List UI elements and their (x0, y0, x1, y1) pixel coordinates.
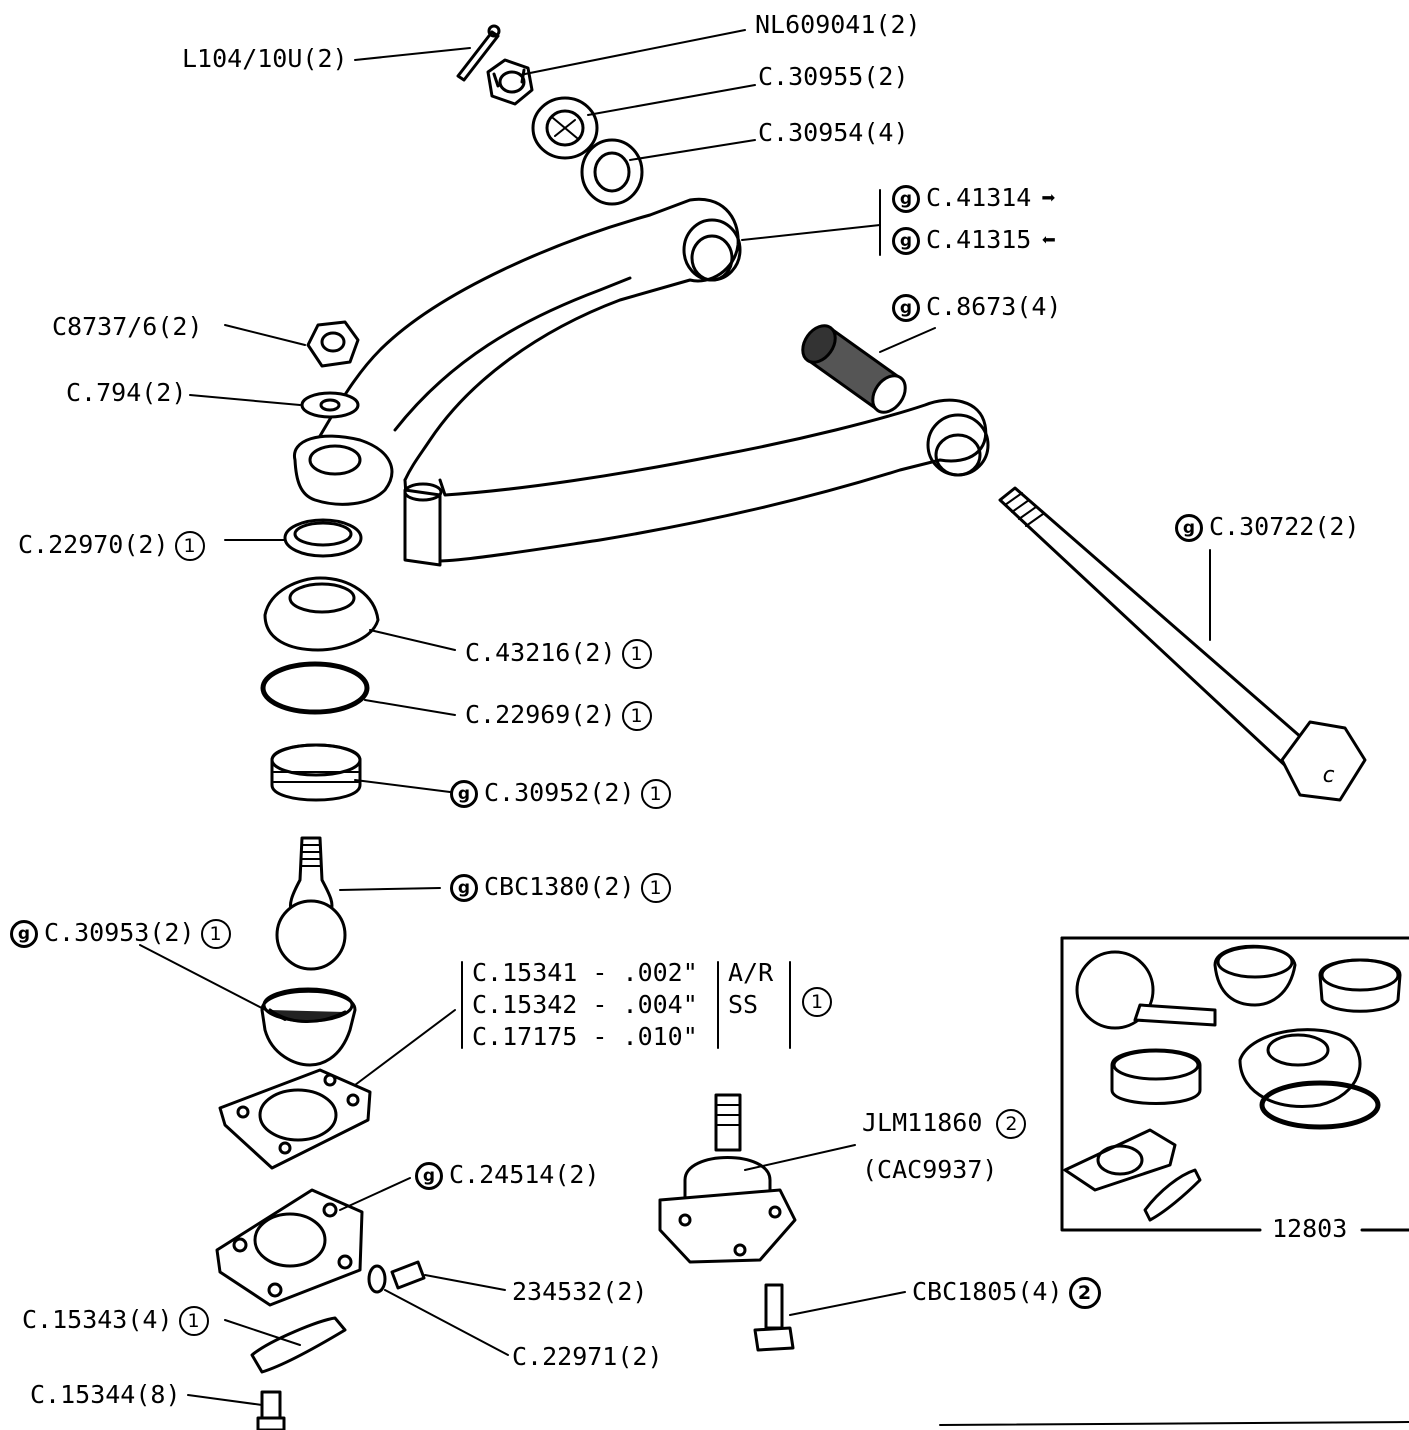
label-jlm11860: JLM11860 (862, 1108, 983, 1137)
label-c15343: C.15343(4) (22, 1305, 173, 1334)
bottom-rule (939, 1421, 1409, 1426)
label-c30955: C.30955(2) (758, 62, 909, 91)
note-1-icon: 1 (200, 919, 231, 949)
label-cbc1805: CBC1805(4) (912, 1277, 1063, 1306)
note-1-icon: 1 (621, 639, 652, 669)
label-c43216: C.43216(2) (465, 638, 616, 667)
label-234532: 234532(2) (512, 1277, 648, 1306)
label-c24514: C.24514(2) (449, 1160, 600, 1189)
ball-pin (275, 836, 347, 971)
label-c8737: C8737/6(2) (52, 312, 203, 341)
washer-c30954 (580, 138, 644, 206)
g-circle-icon: g (415, 1162, 443, 1190)
label-c30954: C.30954(4) (758, 118, 909, 147)
note-1-icon: 1 (174, 531, 205, 561)
right-arrow-icon: ➡ (1041, 184, 1056, 212)
label-c794: C.794(2) (66, 378, 187, 407)
label-c41315: C.41315 (926, 225, 1032, 254)
label-c22969-row: C.22969(2)1 (465, 700, 652, 731)
g-circle-icon: g (892, 185, 920, 213)
note-2-icon: 2 (996, 1109, 1027, 1139)
note-1-icon: 1 (621, 701, 652, 731)
label-c22970: C.22970(2) (18, 530, 169, 559)
cover-plate (215, 1188, 364, 1307)
g-circle-icon: g (450, 874, 478, 902)
nyloc-nut (306, 320, 360, 368)
pivot-bolt: c (998, 486, 1367, 802)
label-c22971: C.22971(2) (512, 1342, 663, 1371)
label-shim3: C.17175 - .010" (472, 1022, 698, 1051)
label-c22970-row: C.22970(2)1 (18, 530, 205, 561)
note-1-icon: 1 (640, 779, 671, 809)
label-c41314: C.41314 (926, 183, 1032, 212)
g-circle-icon: g (450, 780, 478, 808)
bush (801, 324, 907, 414)
leader-lines (139, 29, 1211, 1406)
oring-c22969 (260, 661, 370, 715)
label-ss: SS (728, 990, 759, 1019)
g-circle-icon: g (1175, 514, 1203, 542)
bolt-cbc1805 (753, 1283, 795, 1352)
label-c30952: C.30952(2) (484, 778, 635, 807)
g-circle-icon: g (892, 227, 920, 255)
label-c22969: C.22969(2) (465, 700, 616, 729)
grease-nipple (367, 1260, 426, 1294)
label-jlm11860-row: JLM11860 2 (862, 1108, 1027, 1139)
label-cac9937: (CAC9937) (862, 1155, 998, 1184)
label-shim2: C.15342 - .004" (472, 990, 698, 1019)
label-shim1: C.15341 - .002" (472, 958, 698, 987)
castle-nut (486, 58, 534, 106)
g-circle-icon: g (892, 294, 920, 322)
cup-c43216 (263, 576, 380, 652)
note-1-icon: 1 (640, 873, 671, 903)
label-c15344: C.15344(8) (30, 1380, 181, 1409)
shim-note-row: 1 (796, 986, 832, 1017)
g-circle-icon: g (10, 920, 38, 948)
ring-c22970 (283, 518, 363, 558)
svg-text:c: c (1322, 763, 1335, 788)
washer-c30955 (531, 96, 599, 160)
label-c8673: C.8673(4) (926, 292, 1062, 321)
label-c43216-row: C.43216(2)1 (465, 638, 652, 669)
threaded-cup (270, 743, 362, 802)
label-nl609041: NL609041(2) (755, 10, 921, 39)
washer-c794 (300, 391, 360, 419)
split-pin (456, 24, 501, 82)
label-cbc1805-row: CBC1805(4)2 (912, 1277, 1101, 1309)
shim-plate (218, 1068, 372, 1170)
note-1-icon: 1 (802, 987, 832, 1017)
ball-joint (658, 1093, 797, 1264)
inset-box (1060, 936, 1409, 1232)
label-l104: L104/10U(2) (182, 44, 348, 73)
label-c30722: C.30722(2) (1209, 512, 1360, 541)
inset-number: 12803 (1272, 1214, 1348, 1243)
screw-c15344 (256, 1390, 286, 1430)
label-c15343-row: C.15343(4)1 (22, 1305, 209, 1336)
label-c30953: C.30953(2) (44, 918, 195, 947)
note-1-icon: 1 (178, 1306, 209, 1336)
note-2-icon: 2 (1068, 1277, 1101, 1309)
wishbone (293, 197, 990, 567)
ball-seat (260, 987, 357, 1067)
label-cbc1380: CBC1380(2) (484, 872, 635, 901)
label-ar: A/R (728, 958, 774, 987)
left-arrow-icon: ⬅ (1041, 226, 1056, 254)
